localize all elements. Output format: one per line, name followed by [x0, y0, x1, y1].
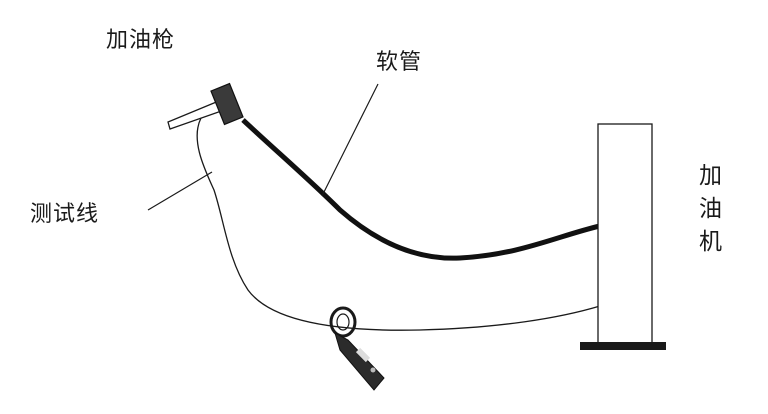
dispenser-base [580, 342, 666, 350]
test-wire [196, 117, 601, 331]
dispenser-column [597, 123, 653, 345]
label-hose: 软管 [376, 50, 423, 75]
label-test-wire: 测试线 [30, 202, 100, 227]
label-fuel-gun: 加油枪 [106, 28, 176, 53]
clamp-meter [329, 306, 385, 391]
hose-leader-line [321, 83, 379, 197]
gun-handle [210, 82, 244, 126]
hose [241, 118, 601, 261]
label-fuel-dispenser: 加油机 [699, 163, 723, 255]
test-wire-leader-line [147, 171, 213, 211]
